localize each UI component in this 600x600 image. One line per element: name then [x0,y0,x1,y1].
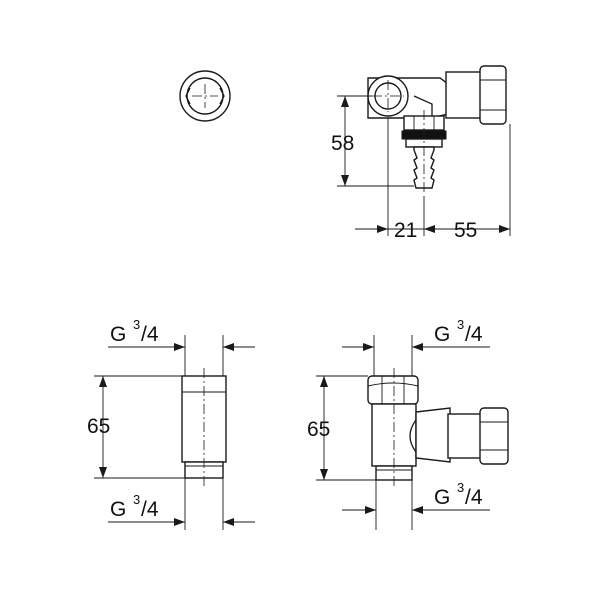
dimension-58-label: 58 [331,132,354,155]
svg-text:G: G [434,486,450,509]
dimension-65-right: 65 [307,375,376,481]
svg-text:3: 3 [133,492,140,507]
dimension-55-label: 55 [454,219,477,242]
svg-text:3: 3 [457,317,464,332]
end-view-part [179,70,231,122]
thread-label-bottom-left-bottom: G 3 /4 [108,492,255,526]
thread-label-bottom-right-bottom: G 3 /4 [342,480,490,514]
dimension-21-label: 21 [394,219,417,242]
thread-label-bottom-left-top: G 3 /4 [108,317,255,351]
dimension-58: 58 [331,95,414,187]
dimension-65-left: 65 [87,375,185,479]
svg-text:/4: /4 [141,323,159,346]
elbow-front-view [367,335,509,530]
svg-text:/4: /4 [465,323,483,346]
svg-text:65: 65 [307,418,330,441]
svg-text:/4: /4 [465,486,483,509]
svg-text:G: G [110,498,126,521]
svg-text:65: 65 [87,415,110,438]
svg-text:G: G [110,323,126,346]
dimension-21-55: 21 55 [355,118,511,242]
thread-label-bottom-right-top: G 3 /4 [342,317,490,351]
extension-side-view [181,335,227,530]
elbow-top-view [367,65,507,194]
svg-text:/4: /4 [141,498,159,521]
svg-text:3: 3 [133,317,140,332]
svg-text:G: G [434,323,450,346]
svg-text:3: 3 [457,480,464,495]
